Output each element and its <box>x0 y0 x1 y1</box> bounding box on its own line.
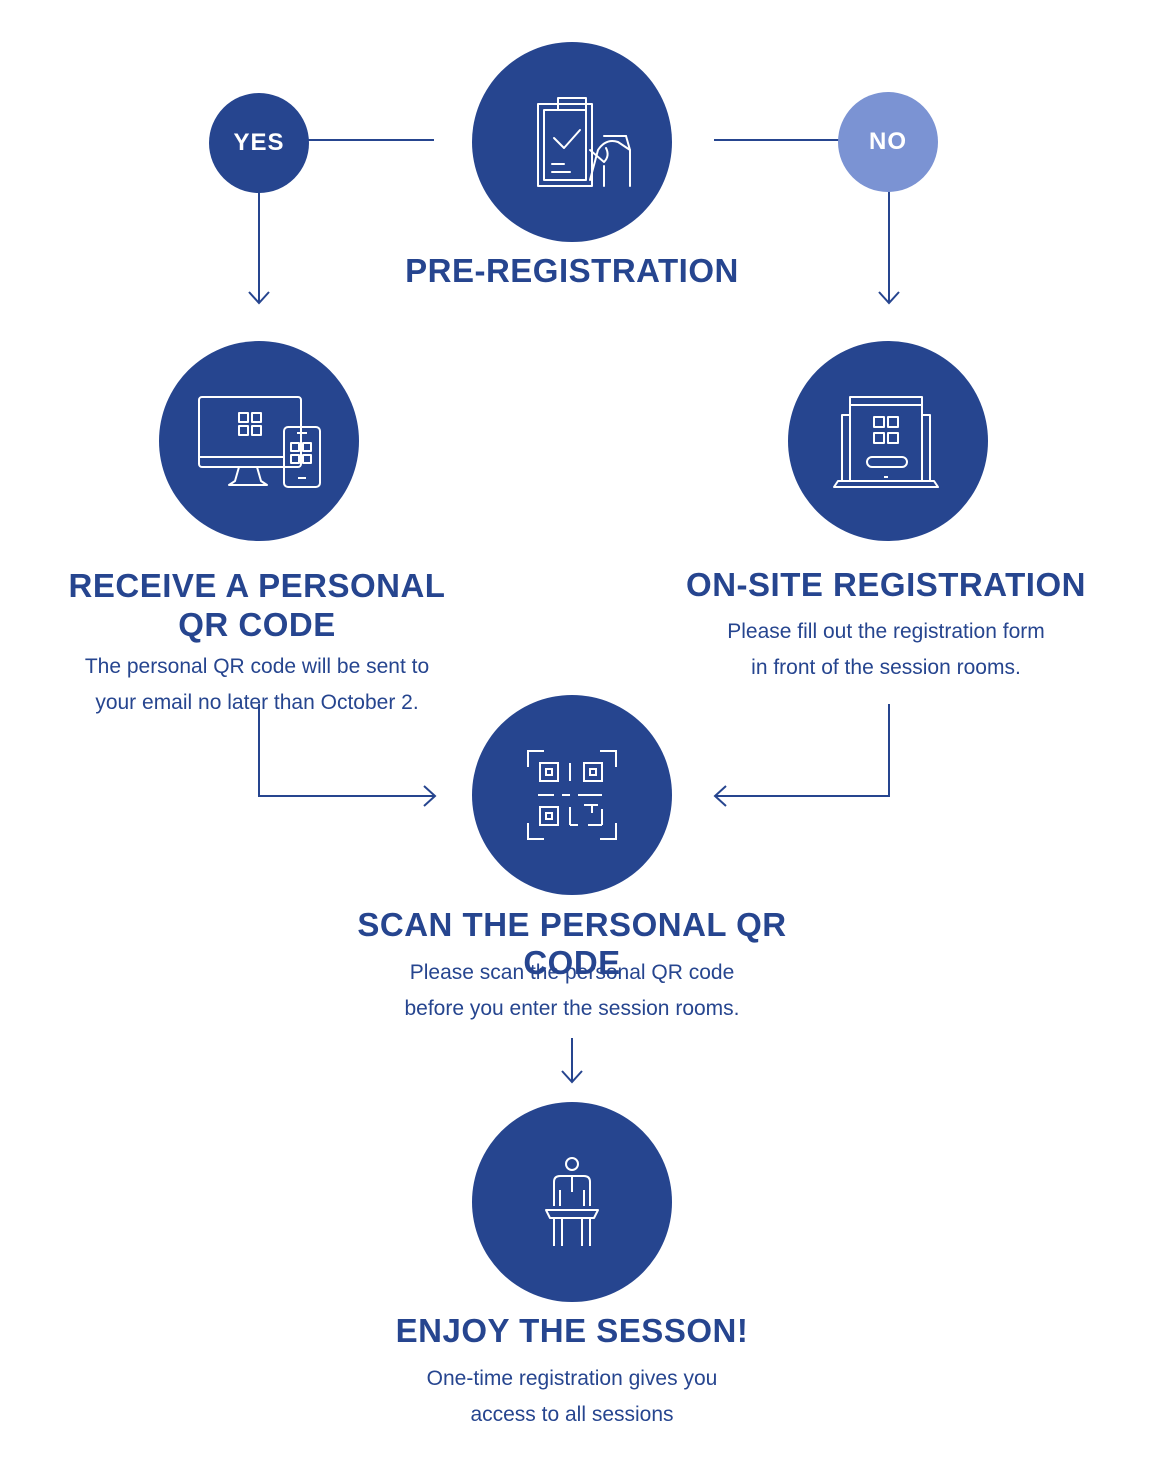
arrowhead-onsite-to-scan <box>713 785 727 807</box>
yes-label: YES <box>233 129 285 156</box>
monitor-phone-qr-icon <box>198 396 321 488</box>
receive-qr-title: RECEIVE A PERSONAL QR CODE <box>68 567 446 643</box>
enjoy-title: ENJOY THE SESSON! <box>395 1312 749 1349</box>
scan-title: SCAN THE PERSONAL QR CODE <box>357 906 787 981</box>
onsite-title: ON-SITE REGISTRATION <box>686 566 1086 603</box>
receive-qr-circle <box>159 341 359 541</box>
person-at-podium-icon <box>545 1157 599 1246</box>
scan-description: Please scan the personal QR code before … <box>404 961 740 1020</box>
clipboard-checklist-icon <box>537 97 631 187</box>
connector-onsite-to-scan <box>716 704 890 797</box>
onsite-description: Please fill out the registration form in… <box>727 620 1045 679</box>
no-badge: NO <box>838 92 938 192</box>
arrowhead-scan-to-enjoy <box>561 1070 583 1084</box>
pre-registration-title: PRE-REGISTRATION <box>405 252 739 289</box>
enjoy-circle <box>472 1102 672 1302</box>
arrowhead-receive-to-scan <box>423 785 437 807</box>
connector-receive-to-scan <box>258 704 434 797</box>
receive-qr-description: The personal QR code will be sent to you… <box>84 655 430 714</box>
kiosk-qr-icon <box>833 396 939 488</box>
no-label: NO <box>869 128 907 155</box>
yes-badge: YES <box>209 93 309 193</box>
onsite-circle <box>788 341 988 541</box>
arrowhead-yes-down <box>248 291 270 305</box>
pre-registration-circle <box>472 42 672 242</box>
enjoy-description: One-time registration gives you access t… <box>426 1367 718 1426</box>
arrowhead-no-down <box>878 291 900 305</box>
qr-scan-icon <box>527 750 617 840</box>
scan-circle <box>472 695 672 895</box>
